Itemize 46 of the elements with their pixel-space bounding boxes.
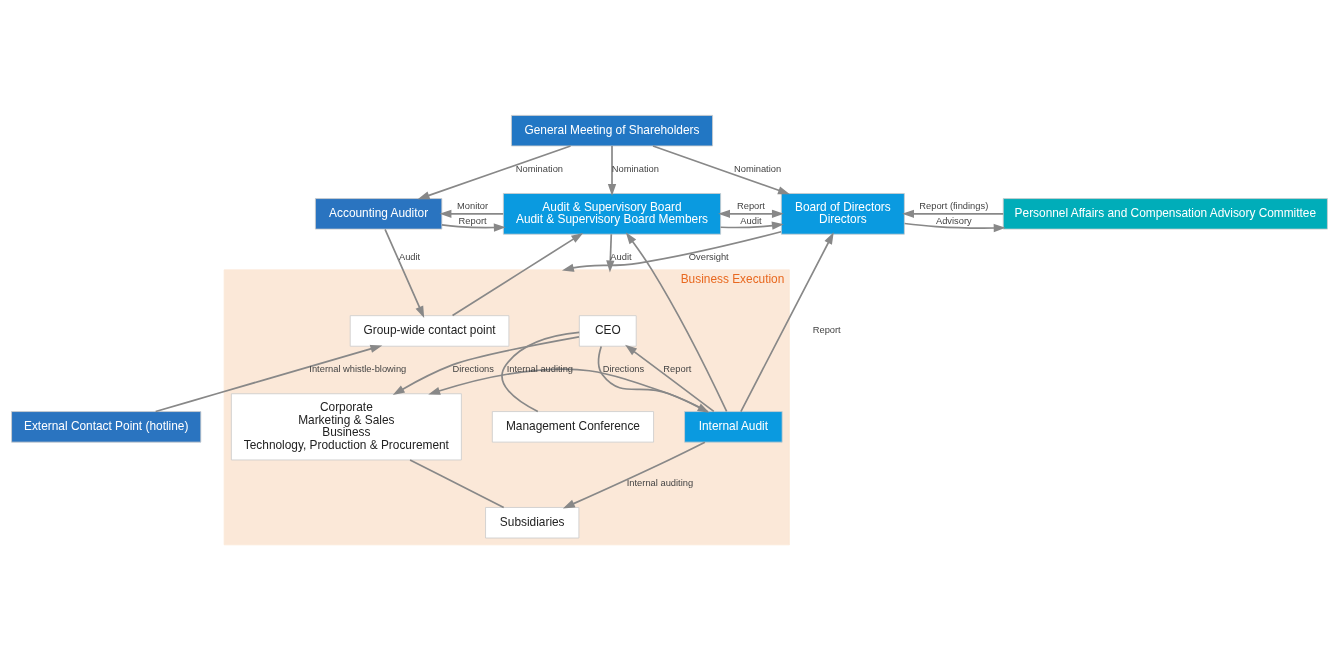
arrow [607,144,617,196]
node-box: Group-wide contact point [349,314,510,347]
edge-label: Report [663,363,692,374]
edge-label: Report (findings) [919,200,989,211]
arrow [902,209,1005,218]
arrow [417,144,572,199]
edge-label: Directions [452,363,494,374]
node-box: Personnel Affairs and Compensation Advisory Committee [1002,197,1328,230]
edge-label: Internal whistle-blowing [309,363,407,374]
edge-label: Report [458,215,487,226]
arrow [718,209,784,218]
edge-label: Report [812,324,841,335]
arrow [392,335,580,395]
arrow [740,231,834,412]
node-box: External Contact Point (hotline) [11,410,202,443]
arrow [451,232,584,316]
edge-label: Audit [740,215,762,226]
arrow [903,222,1006,232]
edge-label: Report [736,200,765,211]
node-box: Subsidiaries [485,506,580,538]
edge-label: Nomination [611,163,659,174]
arrow [439,209,505,218]
node-box: Board of Directors Directors [780,192,905,235]
node-box: General Meeting of Shareholders [511,114,713,146]
arrow [562,440,706,508]
node-box: Management Conference [491,410,654,443]
arrow [441,222,506,232]
node-box: Corporate Marketing & Sales Business Technology, Production & Procurement [230,392,462,460]
arrow [719,220,784,230]
edge-label: Nomination [733,163,782,174]
node-box: CEO [578,314,637,347]
edge-label: Advisory [935,215,972,226]
arrow [652,144,790,194]
edge-label: Oversight [688,251,729,262]
node-box: Accounting Auditor [314,197,443,230]
node-box: Audit & Supervisory Board Audit & Supervisory Board Members [502,192,722,235]
edge-label: Directions [602,363,645,374]
edge-label: Nomination [515,163,564,174]
edge-label: Internal auditing [626,477,694,488]
arrow [384,227,425,318]
edge-label: Audit [398,251,421,262]
edge-label: Monitor [457,200,489,211]
arrow [154,344,383,412]
connector [409,458,505,508]
node-box: Internal Audit [684,410,783,443]
connector [501,331,581,412]
